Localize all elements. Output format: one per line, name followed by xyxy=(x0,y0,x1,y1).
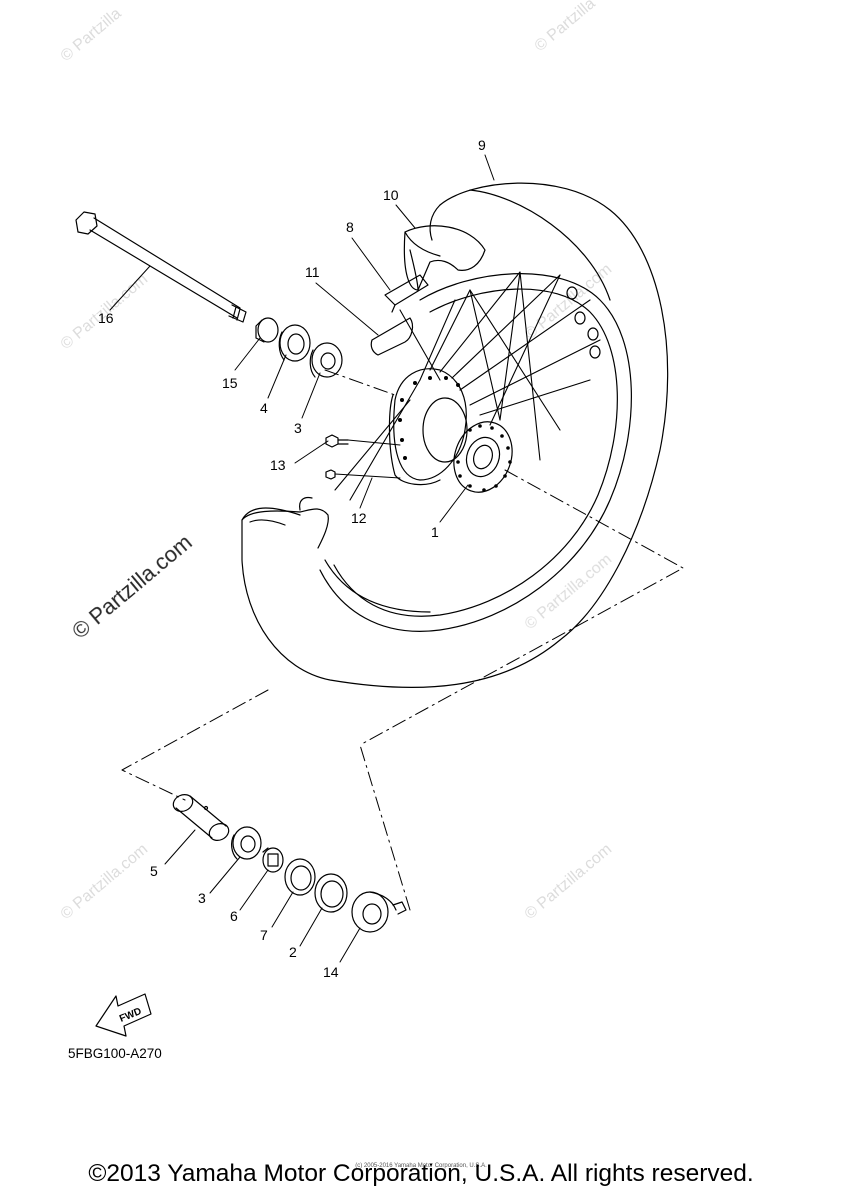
callout-7: 7 xyxy=(260,927,268,943)
copyright-notice: ©2013 Yamaha Motor Corporation, U.S.A. A… xyxy=(88,1160,754,1187)
retainer-6 xyxy=(262,847,284,873)
front-axle xyxy=(75,211,247,323)
rim-band-piece xyxy=(370,317,414,356)
rim-band xyxy=(403,225,486,291)
callout-11: 11 xyxy=(305,264,320,280)
watermark-text: © Partzilla.com xyxy=(522,841,616,923)
leader-lines xyxy=(109,154,495,963)
oil-seal-2 xyxy=(314,873,348,913)
spacer-5 xyxy=(172,794,230,841)
watermarks: © Partzilla © Partzilla © Partzilla.com … xyxy=(58,0,616,923)
callout-5: 5 xyxy=(150,863,158,879)
rim xyxy=(319,273,632,632)
bearing-3-lower xyxy=(231,826,262,860)
bolts-13 xyxy=(325,434,349,480)
spokes xyxy=(334,271,601,501)
callout-10: 10 xyxy=(383,187,399,203)
callout-6: 6 xyxy=(230,908,238,924)
fwd-arrow-icon xyxy=(95,993,152,1037)
callout-13: 13 xyxy=(270,457,286,473)
hub xyxy=(388,368,513,493)
oil-seal-4 xyxy=(278,324,311,362)
diagram-code: 5FBG100-A270 xyxy=(68,1046,162,1061)
callout-16: 16 xyxy=(98,310,114,326)
callout-8: 8 xyxy=(346,219,354,235)
reference-lines xyxy=(121,369,684,911)
callout-3-upper: 3 xyxy=(294,420,302,436)
bearing-3-upper xyxy=(309,342,343,378)
watermark-text: © Partzilla xyxy=(532,0,599,55)
meter-gear-14 xyxy=(351,891,407,933)
collar-15 xyxy=(255,317,279,343)
callout-12: 12 xyxy=(351,510,367,526)
callout-3-lower: 3 xyxy=(198,890,206,906)
watermark-text: © Partzilla xyxy=(58,5,125,65)
callout-14: 14 xyxy=(323,964,339,980)
callout-2: 2 xyxy=(289,944,297,960)
callout-15: 15 xyxy=(222,375,238,391)
callout-9: 9 xyxy=(478,137,486,153)
fwd-label: FWD xyxy=(118,1006,143,1025)
oil-seal-7 xyxy=(284,858,316,896)
callout-numbers: 9 10 8 11 16 15 4 3 13 12 1 5 3 6 7 2 14 xyxy=(98,137,486,980)
watermark-main: © Partzilla.com xyxy=(67,529,197,643)
copyright-small-note: (c) 2005-2016 Yamaha Motor Corporation, … xyxy=(355,1163,487,1169)
tube-strip xyxy=(384,274,429,313)
callout-1: 1 xyxy=(431,524,439,540)
watermark-text: © Partzilla.com xyxy=(58,841,152,923)
callout-4: 4 xyxy=(260,400,268,416)
nipples xyxy=(566,286,601,359)
tire xyxy=(241,182,669,689)
